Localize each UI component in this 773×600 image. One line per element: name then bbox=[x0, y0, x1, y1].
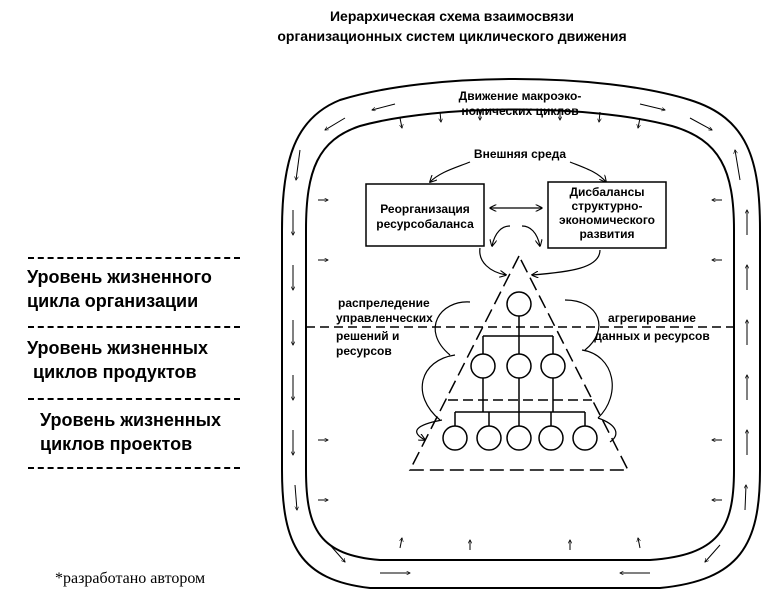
arrow-env-to-reorg bbox=[430, 161, 471, 182]
level-projects: Уровень жизненных циклов проектов bbox=[40, 408, 221, 456]
left-cycle-arcs bbox=[416, 301, 471, 440]
hierarchy-tree bbox=[442, 291, 598, 451]
project-node bbox=[572, 425, 598, 451]
level-products-line-1: Уровень жизненных bbox=[27, 338, 209, 358]
product-node bbox=[470, 353, 496, 379]
imbalance-box-line-2: структурно- bbox=[572, 199, 643, 213]
level-organization: Уровень жизненного цикла организации bbox=[27, 265, 212, 313]
aggregation-label-line-1: агрегирование bbox=[608, 311, 696, 325]
level-products: Уровень жизненных циклов продуктов bbox=[27, 336, 208, 384]
macro-cycle-outer-ring bbox=[281, 78, 761, 589]
reorganization-box-line-1: Реорганизация bbox=[380, 202, 470, 216]
arrow-curve-b bbox=[521, 225, 540, 246]
inner-ring-ticks bbox=[318, 110, 722, 550]
reorganization-box-line-2: ресурсобаланса bbox=[376, 217, 474, 231]
hierarchy-triangle bbox=[408, 254, 630, 471]
arrow-imbalance-to-triangle bbox=[532, 249, 601, 275]
aggregation-label-line-2: данных и ресурсов bbox=[594, 329, 710, 343]
product-node bbox=[506, 353, 532, 379]
imbalance-box bbox=[547, 181, 667, 249]
distribution-label-line-1: распреледение bbox=[338, 296, 430, 310]
macro-cycles-label-line-2: номических циклов bbox=[461, 104, 578, 118]
project-node bbox=[506, 425, 532, 451]
diagram-title: Иерархическая схема взаимосвязи организа… bbox=[232, 6, 672, 46]
level-separator bbox=[28, 467, 240, 469]
distribution-label-line-3: решений и bbox=[336, 329, 399, 343]
level-separator bbox=[28, 257, 240, 259]
level-organization-line-1: Уровень жизненного bbox=[27, 267, 212, 287]
imbalance-box-line-4: развития bbox=[579, 227, 634, 241]
arrow-curve-a bbox=[492, 225, 511, 246]
level-separator bbox=[28, 398, 240, 400]
organization-node bbox=[506, 291, 532, 317]
environment-label: Внешняя среда bbox=[474, 147, 566, 161]
footnote: *разработано автором bbox=[55, 570, 206, 587]
project-node bbox=[442, 425, 468, 451]
distribution-label-line-2: управленческих bbox=[336, 311, 433, 325]
macro-cycles-label-line-1: Движение макроэко- bbox=[459, 89, 582, 103]
level-organization-line-2: цикла организации bbox=[27, 291, 199, 311]
level-products-line-2: циклов продуктов bbox=[33, 362, 197, 382]
product-node bbox=[540, 353, 566, 379]
arrow-env-to-imbalance bbox=[569, 161, 606, 182]
diagram-title-line-1: Иерархическая схема взаимосвязи bbox=[329, 8, 575, 24]
imbalance-box-line-1: Дисбалансы bbox=[570, 185, 645, 199]
imbalance-box-line-3: экономического bbox=[559, 213, 655, 227]
macro-cycle-inner-ring bbox=[305, 108, 735, 561]
macro-cycle-arrows bbox=[293, 103, 747, 573]
project-node bbox=[538, 425, 564, 451]
level-projects-line-2: циклов проектов bbox=[40, 434, 193, 454]
level-separator bbox=[28, 326, 240, 328]
project-node bbox=[476, 425, 502, 451]
distribution-label-line-4: ресурсов bbox=[336, 344, 392, 358]
arrow-reorg-to-triangle bbox=[479, 247, 506, 275]
level-projects-line-1: Уровень жизненных bbox=[40, 410, 222, 430]
reorganization-box bbox=[365, 183, 485, 247]
diagram-title-line-2: организационных систем циклического движ… bbox=[277, 28, 627, 44]
